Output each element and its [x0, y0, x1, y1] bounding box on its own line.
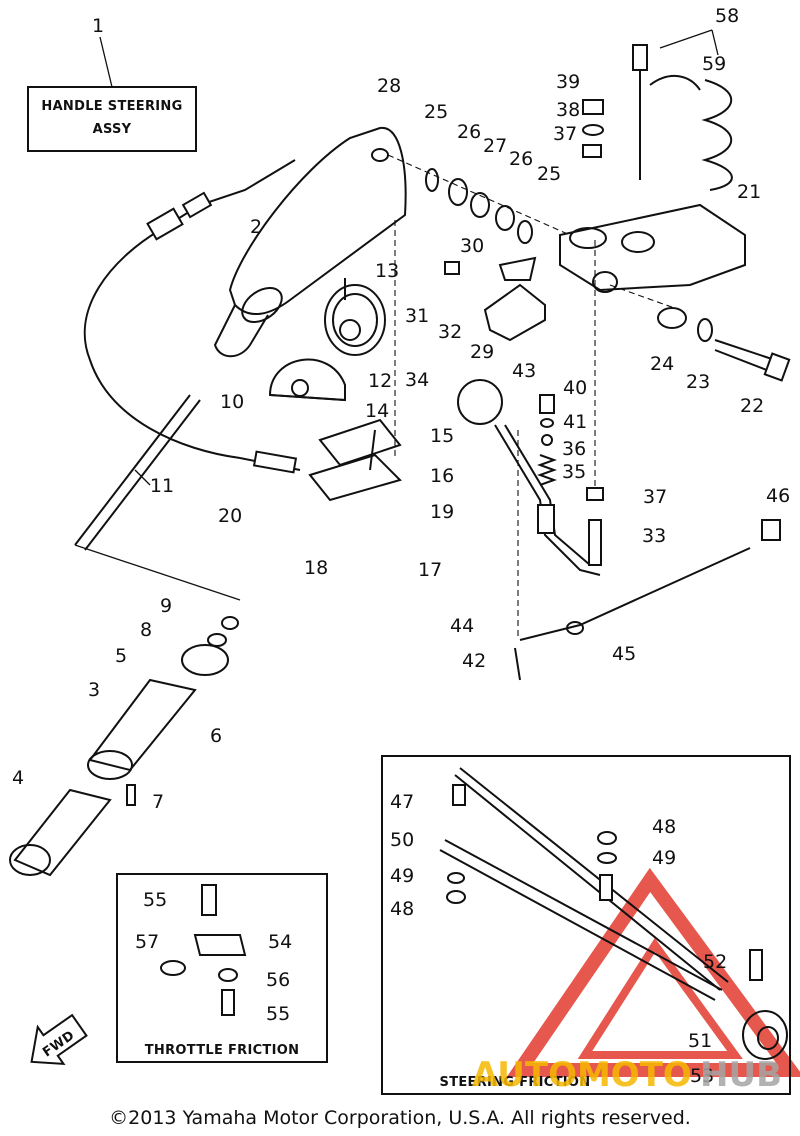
callout-34: 34	[405, 369, 429, 391]
callout-22: 22	[740, 395, 764, 417]
rod-11: 11	[74, 394, 241, 601]
plates-15-16	[308, 418, 402, 502]
callout-47: 47	[390, 791, 414, 813]
gear-12	[324, 278, 386, 356]
callout-50: 50	[390, 829, 414, 851]
bracket-21	[559, 203, 746, 490]
steering-friction-label: STEERING FRICTION	[440, 1075, 591, 1090]
watermark-hub: HUB	[700, 1055, 782, 1095]
callout-25b: 25	[537, 163, 561, 185]
callout-11: 11	[150, 475, 174, 497]
callout-17: 17	[418, 559, 442, 581]
callout-30: 30	[460, 235, 484, 257]
callout-37a: 37	[553, 123, 577, 145]
callout-33: 33	[642, 525, 666, 547]
callout-32: 32	[438, 321, 462, 343]
callout-49a: 49	[652, 847, 676, 869]
callout-56: 56	[266, 969, 290, 991]
callout-25a: 25	[424, 101, 448, 123]
title-line2: ASSY	[93, 122, 132, 137]
callout-45: 45	[612, 643, 636, 665]
watermark-auto: AUTOMOTO	[472, 1055, 692, 1095]
callout-10: 10	[220, 391, 244, 413]
title-line1: HANDLE STEERING	[41, 99, 182, 114]
callout-5: 5	[115, 645, 127, 667]
callouts: 2 3 4 5 6 7 8 9 10 12 13 14 15 16 17 18 …	[12, 5, 790, 1087]
plate-29	[444, 256, 546, 342]
shift-lever	[457, 379, 601, 576]
callout-28: 28	[377, 75, 401, 97]
callout-31: 31	[405, 305, 429, 327]
callout-13: 13	[375, 260, 399, 282]
nut-stack	[582, 99, 604, 501]
throttle-friction-label: THROTTLE FRICTION	[145, 1043, 300, 1058]
callout-37b: 37	[643, 486, 667, 508]
callout-54: 54	[268, 931, 292, 953]
callout-8: 8	[140, 619, 152, 641]
callout-9: 9	[160, 595, 172, 617]
callout-38: 38	[556, 99, 580, 121]
washer-stack	[425, 168, 533, 244]
callout-21: 21	[737, 181, 761, 203]
callout-41: 41	[563, 411, 587, 433]
callout-43: 43	[512, 360, 536, 382]
callout-44: 44	[450, 615, 474, 637]
watermark-text: AUTOMOTO HUB	[472, 1055, 782, 1095]
callout-48b: 48	[390, 898, 414, 920]
steering-friction-inset: STEERING FRICTION	[381, 755, 791, 1095]
callout-35: 35	[562, 461, 586, 483]
callout-40: 40	[563, 377, 587, 399]
callout-19: 19	[430, 501, 454, 523]
callout-14: 14	[365, 400, 389, 422]
throttle-grip	[9, 616, 239, 877]
handle-body	[213, 126, 571, 460]
pin-22	[657, 307, 791, 382]
callout-46: 46	[766, 485, 790, 507]
switch-58	[632, 29, 733, 191]
detent-parts	[537, 394, 557, 486]
callout-55b: 55	[266, 1003, 290, 1025]
callout-49b: 49	[390, 865, 414, 887]
throttle-cable-upper	[83, 159, 296, 459]
fwd-arrow: FWD	[30, 1013, 88, 1066]
callout-6: 6	[210, 725, 222, 747]
copyright-text: ©2013 Yamaha Motor Corporation, U.S.A. A…	[109, 1107, 691, 1129]
callout-55a: 55	[143, 889, 167, 911]
callout-20: 20	[218, 505, 242, 527]
cover-14	[268, 358, 346, 402]
callout-57: 57	[135, 931, 159, 953]
callout-7: 7	[152, 791, 164, 813]
callout-23: 23	[686, 371, 710, 393]
callout-36: 36	[562, 438, 586, 460]
callout-53: 53	[690, 1065, 714, 1087]
callout-16: 16	[430, 465, 454, 487]
callout-15: 15	[430, 425, 454, 447]
callout-59: 59	[702, 53, 726, 75]
throttle-friction-inset: THROTTLE FRICTION	[116, 873, 328, 1063]
callout-26b: 26	[509, 148, 533, 170]
callout-26a: 26	[457, 121, 481, 143]
callout-24: 24	[650, 353, 674, 375]
stud-33	[588, 519, 602, 566]
callout-42: 42	[462, 650, 486, 672]
rod-45	[514, 430, 781, 681]
callout-27: 27	[483, 135, 507, 157]
callout-2: 2	[250, 216, 262, 238]
callout-29: 29	[470, 341, 494, 363]
cable-20	[239, 450, 301, 474]
callout-1: 1	[92, 15, 104, 37]
callout-51: 51	[688, 1030, 712, 1052]
callout-12: 12	[368, 370, 392, 392]
callout-39: 39	[556, 71, 580, 93]
callout-58: 58	[715, 5, 739, 27]
callout-48a: 48	[652, 816, 676, 838]
title-box: HANDLE STEERING ASSY 1	[27, 15, 197, 152]
callout-52: 52	[703, 951, 727, 973]
callout-18: 18	[304, 557, 328, 579]
callout-4: 4	[12, 767, 24, 789]
callout-3: 3	[88, 679, 100, 701]
